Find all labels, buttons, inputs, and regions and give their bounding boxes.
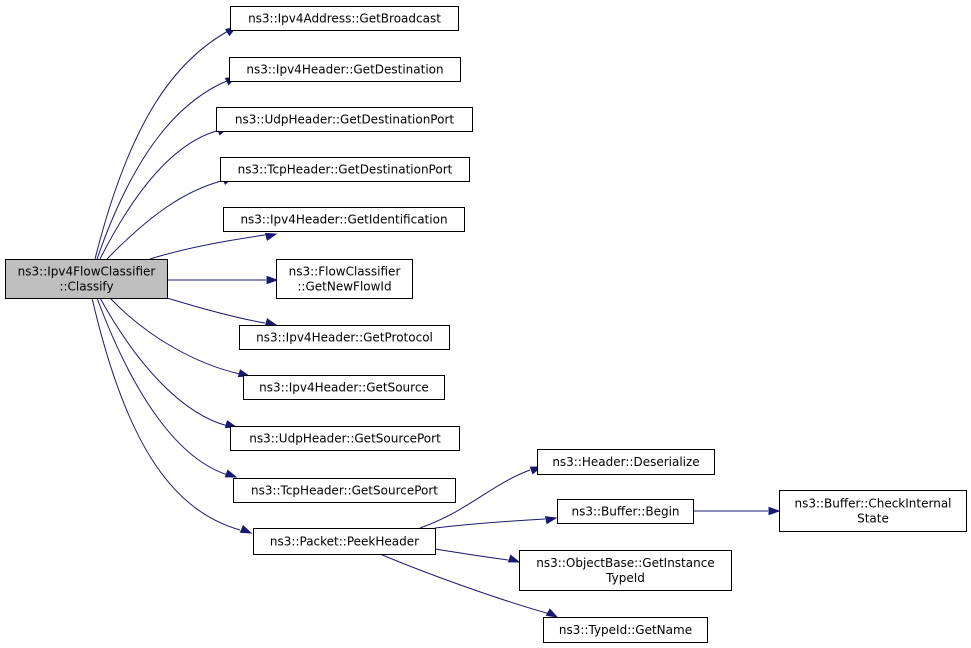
- node-box[interactable]: [519, 550, 732, 591]
- node-getnewflowid[interactable]: ns3::FlowClassifier::GetNewFlowId: [276, 259, 413, 299]
- node-getidentification[interactable]: ns3::Ipv4Header::GetIdentification: [223, 207, 465, 232]
- node-box[interactable]: [253, 528, 436, 555]
- node-begin[interactable]: ns3::Buffer::Begin: [557, 499, 694, 524]
- node-label: ns3::UdpHeader::GetSourcePort: [249, 432, 441, 446]
- edge-line: [379, 553, 551, 615]
- edge-line: [149, 234, 266, 260]
- node-box[interactable]: [557, 499, 694, 524]
- edge-line: [96, 79, 230, 260]
- node-label: TypeId: [605, 571, 645, 585]
- node-box[interactable]: [243, 375, 445, 400]
- edge-classify-to-getidentification: [149, 232, 278, 260]
- node-box[interactable]: [276, 259, 413, 299]
- edge-line: [91, 297, 241, 531]
- node-getprotocol[interactable]: ns3::Ipv4Header::GetProtocol: [239, 325, 450, 350]
- node-label: ns3::Packet::PeekHeader: [270, 535, 419, 549]
- edge-classify-to-udp-getsourceport: [99, 297, 238, 429]
- edge-line: [419, 469, 531, 529]
- node-getsource[interactable]: ns3::Ipv4Header::GetSource: [243, 375, 445, 400]
- node-box[interactable]: [216, 107, 473, 132]
- node-label: ns3::TcpHeader::GetDestinationPort: [238, 163, 453, 177]
- node-label: ns3::Ipv4Header::GetProtocol: [256, 331, 433, 345]
- edge-begin-to-checkinternalstate: [693, 506, 781, 516]
- node-box[interactable]: [233, 478, 456, 503]
- node-box[interactable]: [229, 57, 461, 82]
- node-udp-getsourceport[interactable]: ns3::UdpHeader::GetSourcePort: [230, 426, 460, 451]
- node-deserialize[interactable]: ns3::Header::Deserialize: [537, 449, 715, 475]
- node-udp-getdestport[interactable]: ns3::UdpHeader::GetDestinationPort: [216, 107, 473, 132]
- node-label: ns3::Ipv4Header::GetSource: [259, 381, 429, 395]
- arrow-head: [544, 516, 558, 525]
- node-label: ns3::Header::Deserialize: [552, 455, 699, 469]
- arrow-head: [224, 469, 238, 478]
- arrow-head: [768, 506, 781, 516]
- edge-line: [96, 297, 229, 476]
- node-box[interactable]: [239, 325, 450, 350]
- node-label: ::Classify: [59, 280, 113, 294]
- edge-line: [99, 297, 229, 427]
- edge-line: [434, 518, 546, 529]
- node-box[interactable]: [220, 157, 470, 182]
- node-label: ns3::ObjectBase::GetInstance: [536, 556, 714, 570]
- edge-classify-to-getbroadcast: [94, 26, 238, 260]
- edge-peekheader-to-getinstancetypeid: [434, 548, 521, 563]
- node-label: ns3::Ipv4Header::GetDestination: [246, 63, 443, 77]
- arrow-head: [266, 275, 279, 285]
- node-getname[interactable]: ns3::TypeId::GetName: [543, 617, 708, 643]
- edge-line: [166, 297, 266, 324]
- node-classify[interactable]: ns3::Ipv4FlowClassifier::Classify: [5, 259, 168, 299]
- node-getdestination[interactable]: ns3::Ipv4Header::GetDestination: [229, 57, 461, 82]
- node-tcp-getdestport[interactable]: ns3::TcpHeader::GetDestinationPort: [220, 157, 470, 182]
- edge-line: [434, 548, 509, 561]
- node-label: ns3::TcpHeader::GetSourcePort: [251, 484, 438, 498]
- edge-classify-to-getprotocol: [166, 297, 278, 327]
- node-label: ns3::Ipv4Header::GetIdentification: [240, 213, 447, 227]
- node-label: ns3::Ipv4FlowClassifier: [18, 265, 156, 279]
- node-label: ::GetNewFlowId: [297, 280, 391, 294]
- node-label: ns3::Ipv4Address::GetBroadcast: [248, 12, 441, 26]
- node-box[interactable]: [230, 6, 459, 31]
- edge-classify-to-peekheader: [91, 297, 253, 534]
- node-label: State: [857, 512, 889, 526]
- node-box[interactable]: [5, 259, 168, 299]
- node-tcp-getsourceport[interactable]: ns3::TcpHeader::GetSourcePort: [233, 478, 456, 503]
- edge-peekheader-to-begin: [434, 516, 558, 529]
- edge-line: [94, 29, 231, 260]
- node-label: ns3::Buffer::Begin: [571, 505, 679, 519]
- node-label: ns3::FlowClassifier: [289, 265, 401, 279]
- edge-line: [99, 129, 221, 260]
- node-box[interactable]: [537, 449, 715, 475]
- node-peekheader[interactable]: ns3::Packet::PeekHeader: [253, 528, 436, 555]
- node-box[interactable]: [779, 490, 967, 532]
- node-box[interactable]: [230, 426, 460, 451]
- node-box[interactable]: [543, 617, 708, 643]
- edge-classify-to-getsource: [109, 297, 251, 378]
- arrow-head: [545, 608, 559, 618]
- arrow-head: [507, 554, 521, 563]
- node-label: ns3::UdpHeader::GetDestinationPort: [235, 113, 454, 127]
- arrow-head: [264, 232, 278, 241]
- edge-classify-to-getdestination: [96, 76, 238, 260]
- arrow-head: [264, 318, 278, 327]
- edge-classify-to-tcp-getsourceport: [96, 297, 238, 478]
- node-getbroadcast[interactable]: ns3::Ipv4Address::GetBroadcast: [230, 6, 459, 31]
- node-box[interactable]: [223, 207, 465, 232]
- node-label: ns3::TypeId::GetName: [559, 623, 692, 637]
- arrow-head: [239, 524, 253, 534]
- edge-peekheader-to-getname: [379, 553, 559, 618]
- node-label: ns3::Buffer::CheckInternal: [794, 497, 951, 511]
- edge-line: [109, 297, 241, 375]
- edge-line: [106, 179, 226, 260]
- edge-classify-to-getnewflowid: [167, 275, 279, 285]
- edge-classify-to-udp-getdestport: [99, 127, 230, 260]
